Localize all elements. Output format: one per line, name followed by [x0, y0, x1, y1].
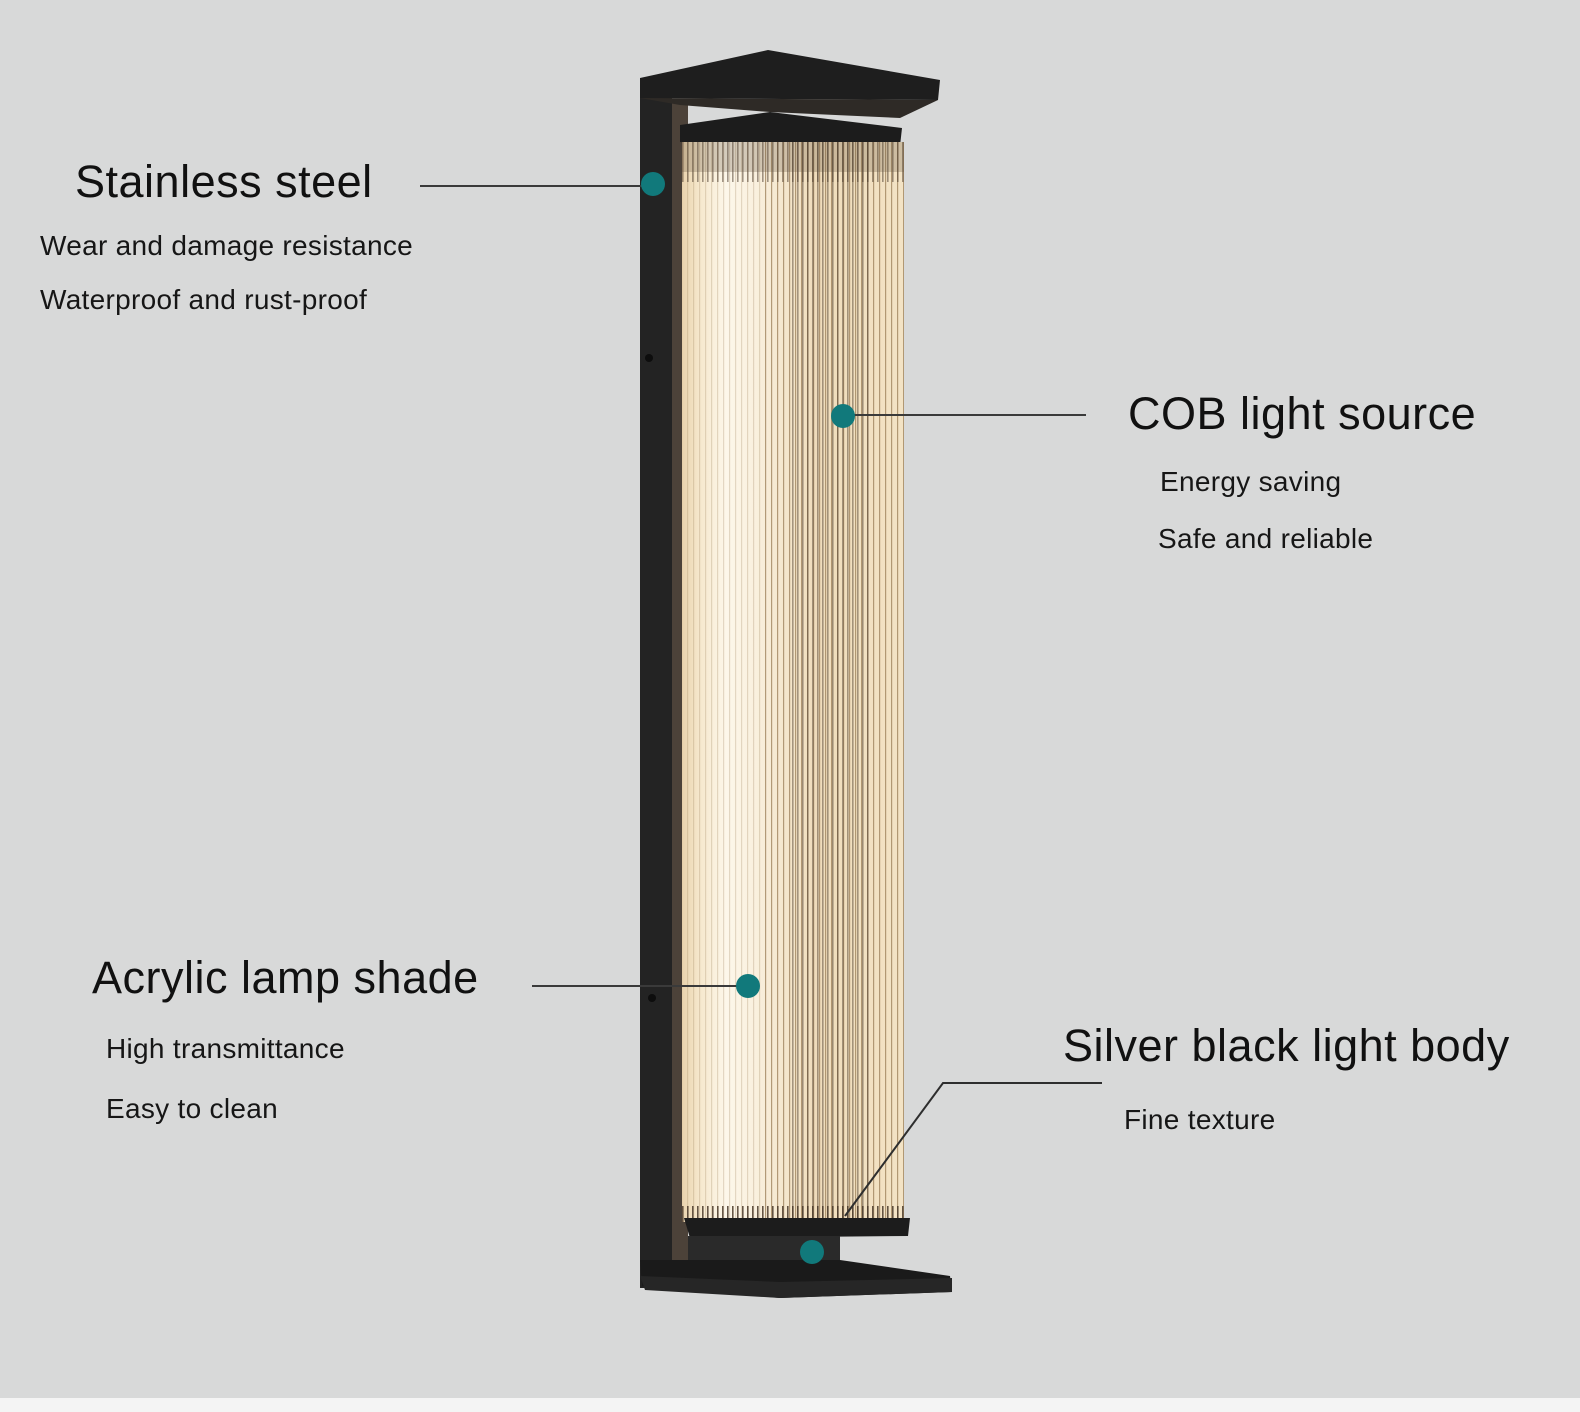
leader-line — [420, 185, 645, 187]
acrylic-shade — [682, 142, 904, 1222]
callout-title: Silver black light body — [1063, 1020, 1510, 1071]
callout-feature: Waterproof and rust-proof — [40, 284, 368, 315]
marker-dot-icon — [641, 172, 665, 196]
top-cap — [640, 50, 940, 146]
callout-feature: Wear and damage resistance — [40, 230, 414, 261]
callout-feature: Safe and reliable — [1158, 523, 1374, 554]
callout-title: Acrylic lamp shade — [92, 952, 479, 1003]
bottom-strip — [0, 1398, 1580, 1412]
callout-feature: Energy saving — [1160, 466, 1342, 497]
marker-dot-icon — [831, 404, 855, 428]
leader-line — [850, 414, 1086, 416]
callout-feature: Fine texture — [1124, 1104, 1276, 1135]
callout-title: Stainless steel — [75, 156, 373, 207]
callout-title: COB light source — [1128, 388, 1477, 439]
marker-dot-icon — [800, 1240, 824, 1264]
callout-feature: High transmittance — [106, 1033, 345, 1064]
marker-dot-icon — [736, 974, 760, 998]
leader-line — [532, 985, 744, 987]
callout-feature: Easy to clean — [106, 1093, 278, 1124]
